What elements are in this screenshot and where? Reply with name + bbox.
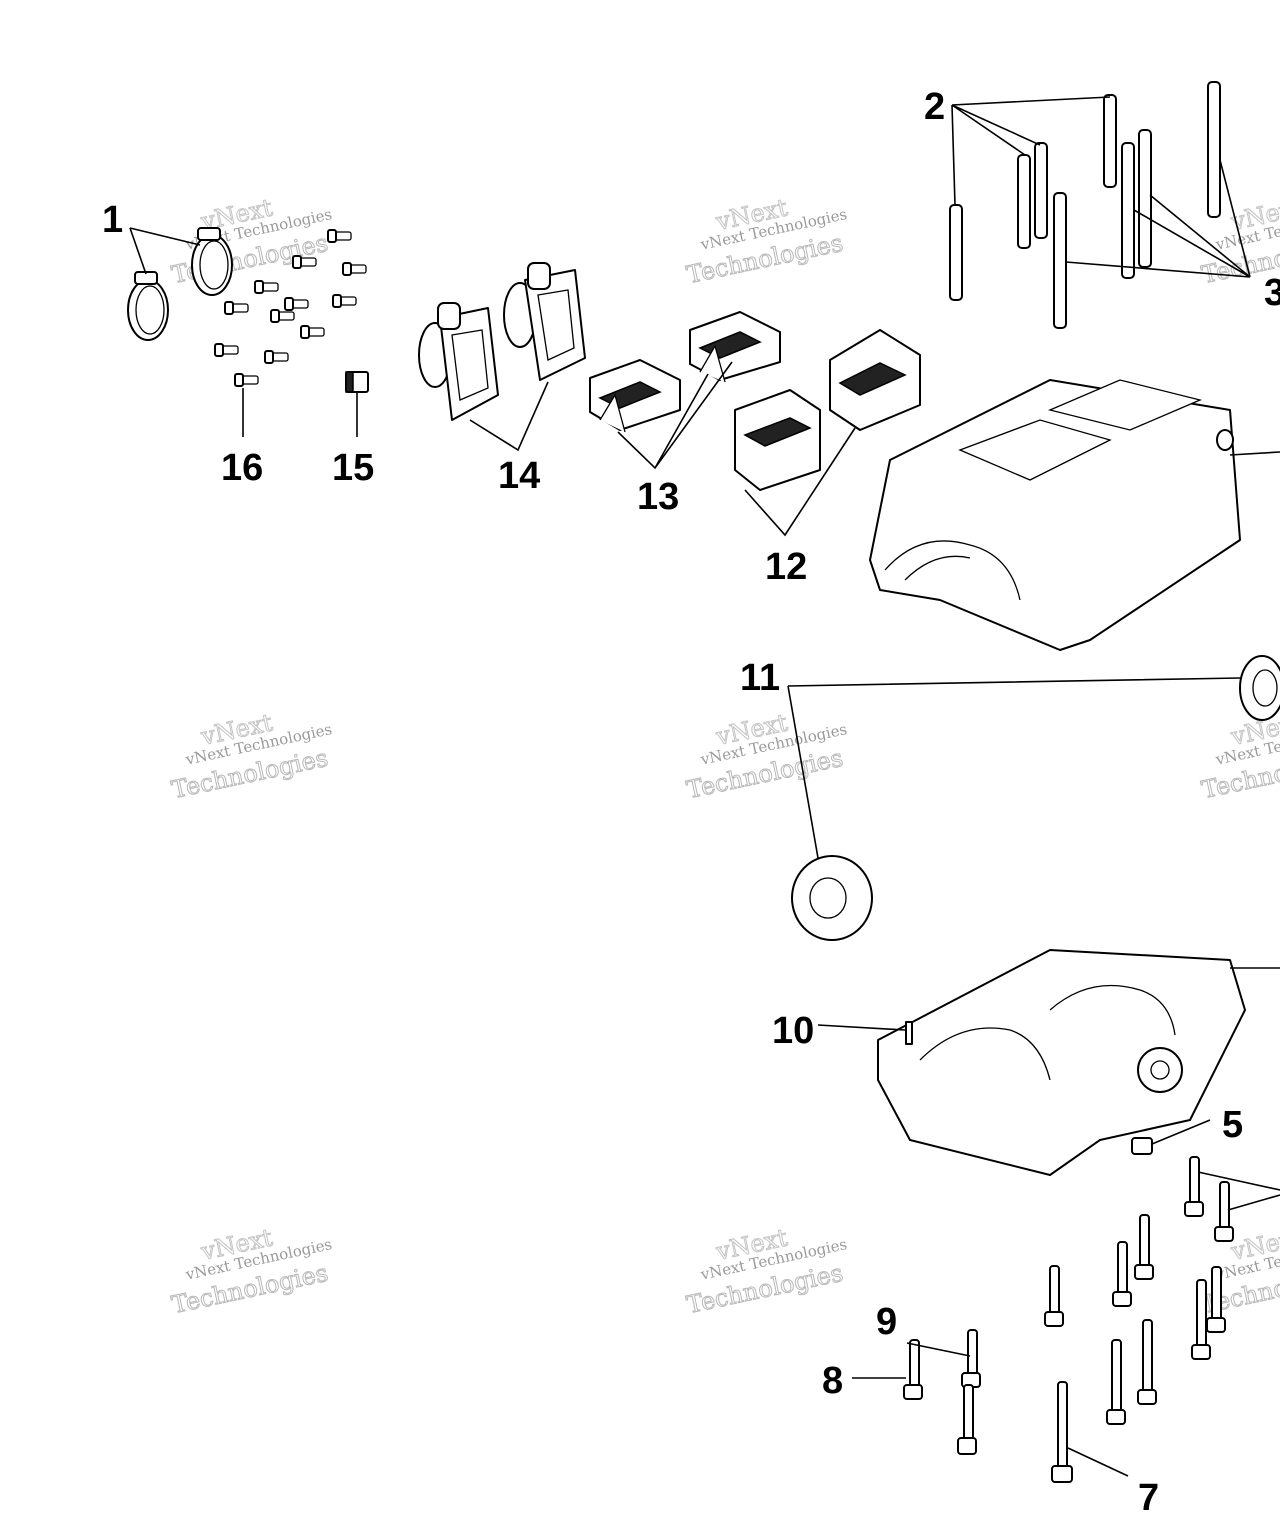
nut-part [345, 371, 369, 437]
watermark: vNext vNext Technologies Technologies [684, 193, 849, 290]
crankshaft-seal-part [787, 655, 1280, 941]
drain-plug-part [1131, 1119, 1211, 1155]
upper-crankcase-part [869, 379, 1280, 651]
callout-2: 2 [924, 86, 945, 128]
callout-3: 3 [1264, 272, 1280, 314]
callout-15: 15 [332, 447, 374, 489]
crankcase-bolt-set-part [852, 1156, 1280, 1483]
callout-9: 9 [876, 1301, 897, 1343]
hose-clamp-part [127, 227, 233, 341]
callout-13: 13 [637, 476, 679, 518]
callout-12: 12 [765, 546, 807, 588]
lower-crankcase-part [817, 949, 1280, 1176]
reed-cage-part [734, 329, 921, 537]
watermark: vNext vNext Technologies Technologies [169, 1223, 334, 1320]
callout-1: 1 [102, 199, 123, 241]
callout-8: 8 [822, 1360, 843, 1402]
watermark: vNext vNext Technologies Technologies [684, 708, 849, 805]
reed-valve-part [589, 311, 781, 470]
callout-labels: 1 2 3 5 7 8 9 10 11 12 13 14 15 16 [102, 86, 1280, 1519]
stud-set-part [949, 81, 1251, 329]
callout-10: 10 [772, 1010, 814, 1052]
intake-flange-part [418, 262, 586, 452]
watermark: vNext vNext Technologies Technologies [169, 708, 334, 805]
watermark: vNext vNext Technologies Technologies [169, 193, 334, 290]
watermark: vNext vNext Technologies Technologies [684, 1223, 849, 1320]
callout-11: 11 [740, 657, 780, 699]
callout-7: 7 [1138, 1477, 1159, 1519]
callout-5: 5 [1222, 1104, 1243, 1146]
callout-14: 14 [498, 455, 540, 497]
screw-set-part [214, 229, 367, 437]
callout-16: 16 [221, 447, 263, 489]
